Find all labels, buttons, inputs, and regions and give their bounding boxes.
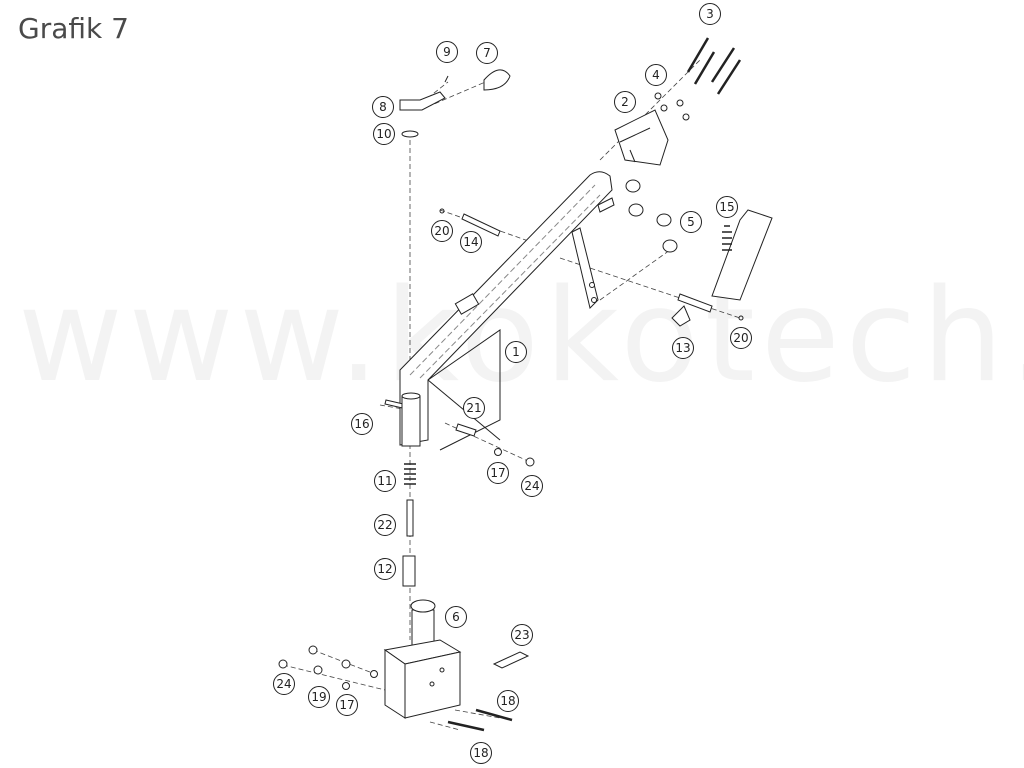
callout-24b: 24 bbox=[273, 673, 295, 695]
part-20-clip-2 bbox=[738, 315, 744, 321]
part-13-pedal bbox=[671, 209, 773, 327]
callout-2: 2 bbox=[614, 91, 636, 113]
callout-14: 14 bbox=[460, 231, 482, 253]
watermark: www.kokotech.de bbox=[18, 262, 1024, 411]
callout-24a: 24 bbox=[521, 475, 543, 497]
part-20-clip bbox=[439, 208, 445, 214]
base-fasteners bbox=[278, 645, 378, 690]
part-5-bushings bbox=[625, 179, 678, 253]
part-2-housing bbox=[614, 109, 669, 166]
callout-7: 7 bbox=[476, 42, 498, 64]
callout-3: 3 bbox=[699, 3, 721, 25]
part-3-bolts bbox=[686, 37, 742, 95]
figure-title: Grafik 7 bbox=[18, 12, 129, 45]
callout-1: 1 bbox=[505, 341, 527, 363]
callout-18b: 18 bbox=[470, 742, 492, 764]
base-bracket bbox=[383, 599, 462, 719]
part-14-pin bbox=[461, 213, 501, 237]
callout-19: 19 bbox=[308, 686, 330, 708]
callout-23: 23 bbox=[511, 624, 533, 646]
part-11-spring bbox=[404, 463, 416, 485]
callout-18a: 18 bbox=[497, 690, 519, 712]
part-23-label bbox=[492, 651, 530, 669]
part-15-spring bbox=[722, 225, 732, 251]
pivot-tube bbox=[401, 392, 421, 447]
callout-16: 16 bbox=[351, 413, 373, 435]
callout-9: 9 bbox=[436, 41, 458, 63]
callout-15: 15 bbox=[716, 196, 738, 218]
part-18-bolts bbox=[447, 708, 513, 732]
callout-5: 5 bbox=[680, 211, 702, 233]
callout-12: 12 bbox=[374, 558, 396, 580]
callout-4: 4 bbox=[645, 64, 667, 86]
callout-17a: 17 bbox=[487, 462, 509, 484]
part-4-nuts bbox=[654, 92, 690, 121]
part-12-bushing bbox=[402, 555, 416, 587]
callout-21: 21 bbox=[463, 397, 485, 419]
callout-6: 6 bbox=[445, 606, 467, 628]
callout-22: 22 bbox=[374, 514, 396, 536]
side-plate bbox=[571, 227, 599, 309]
callout-20a: 20 bbox=[431, 220, 453, 242]
callout-10: 10 bbox=[373, 123, 395, 145]
part-1-arm bbox=[399, 171, 615, 451]
callout-8: 8 bbox=[372, 96, 394, 118]
callout-13: 13 bbox=[672, 337, 694, 359]
callout-11: 11 bbox=[374, 470, 396, 492]
lever-handle-assembly bbox=[399, 69, 511, 138]
callout-17b: 17 bbox=[336, 694, 358, 716]
part-22-pin bbox=[406, 499, 414, 537]
callout-20b: 20 bbox=[730, 327, 752, 349]
